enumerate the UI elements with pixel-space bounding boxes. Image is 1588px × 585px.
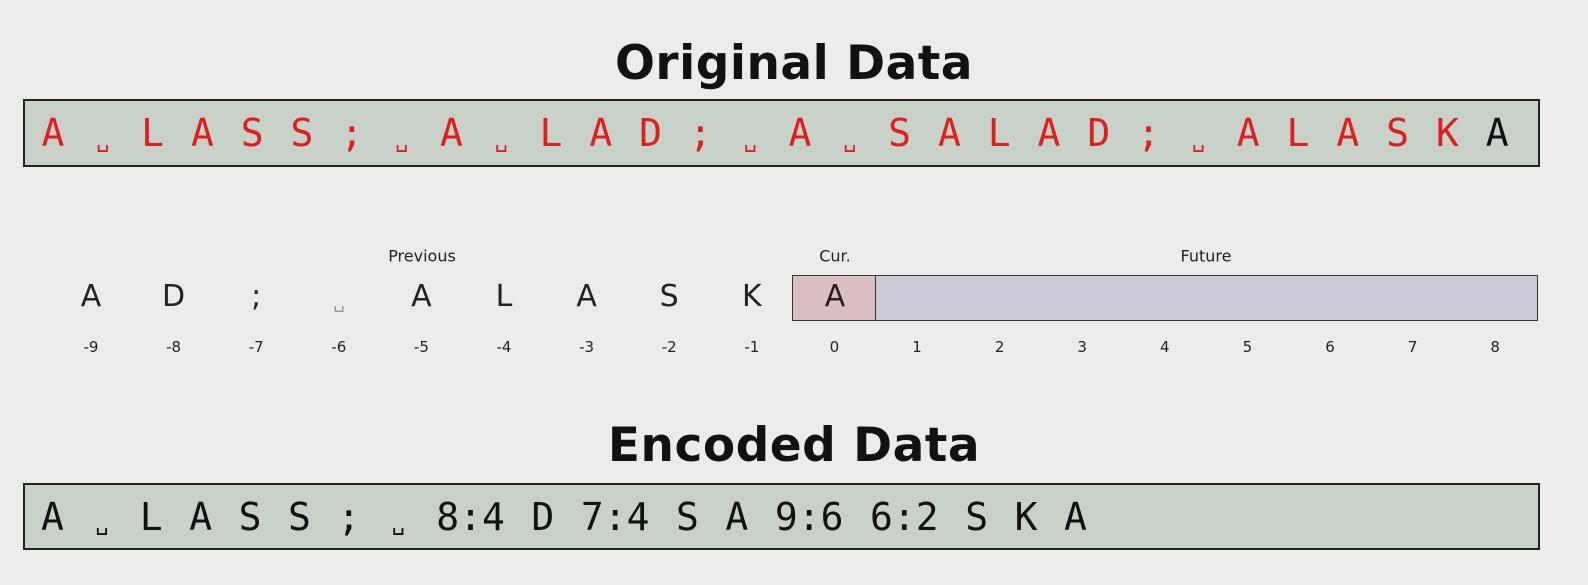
previous-char: S xyxy=(659,279,679,314)
original-symbol: A xyxy=(937,111,961,155)
current-position-box xyxy=(792,275,876,321)
original-symbol: A xyxy=(1336,111,1360,155)
encoded-token: 7:4 xyxy=(580,494,650,539)
previous-char: K xyxy=(741,279,762,314)
original-symbol: A xyxy=(41,111,65,155)
original-symbol: L xyxy=(539,111,563,155)
previous-char: D xyxy=(162,279,186,314)
position-index: -2 xyxy=(661,338,677,356)
position-index: -4 xyxy=(496,338,512,356)
position-index: 6 xyxy=(1325,338,1335,356)
position-index: 5 xyxy=(1242,338,1253,356)
encoded-token: S xyxy=(675,494,699,539)
previous-char: A xyxy=(80,279,102,314)
previous-char: ␣ xyxy=(333,292,345,313)
original-symbol: S xyxy=(888,111,912,155)
position-index: 7 xyxy=(1407,338,1418,356)
original-symbol: A xyxy=(788,111,812,155)
future-label: Future xyxy=(1180,246,1232,266)
original-symbol: K xyxy=(1435,111,1459,155)
previous-char: A xyxy=(411,279,432,314)
original-symbol: D xyxy=(639,111,663,155)
original-symbol: ␣ xyxy=(96,127,110,153)
original-symbol: S xyxy=(1386,111,1410,155)
position-index: 3 xyxy=(1077,338,1087,356)
original-symbol: ␣ xyxy=(1191,127,1206,153)
original-symbol: A xyxy=(439,111,463,155)
original-symbol: D xyxy=(1087,111,1111,155)
position-index: -9 xyxy=(83,338,99,356)
original-symbol: ␣ xyxy=(494,127,508,153)
position-index: 1 xyxy=(912,338,922,356)
position-index: 0 xyxy=(829,338,840,356)
position-index: -5 xyxy=(413,338,429,356)
encoded-token: D xyxy=(531,494,555,539)
original-symbol: A xyxy=(190,111,214,155)
previous-char: ; xyxy=(251,279,262,314)
original-symbol: ; xyxy=(340,111,364,155)
position-index: -6 xyxy=(331,338,347,356)
current-char: A xyxy=(824,279,846,314)
encoded-token: ␣ xyxy=(95,511,109,537)
encoded-token: 9:6 xyxy=(774,494,844,539)
position-index: 4 xyxy=(1160,338,1170,356)
encoded-token: A xyxy=(1063,494,1087,539)
original-symbol: L xyxy=(141,111,165,155)
future-buffer-box xyxy=(875,275,1538,321)
original-symbol: A xyxy=(1485,111,1509,155)
encoded-token: L xyxy=(139,494,163,539)
original-symbol: ␣ xyxy=(843,127,857,153)
position-index: 8 xyxy=(1490,338,1500,356)
current-label: Cur. xyxy=(819,246,851,266)
encoded-token: S xyxy=(965,494,989,539)
encoded-token: 8:4 xyxy=(436,494,505,539)
position-index: 2 xyxy=(994,338,1005,356)
original-symbol: A xyxy=(589,111,613,155)
original-symbol: L xyxy=(987,111,1011,155)
original-symbol: S xyxy=(290,111,314,155)
original-symbol: A xyxy=(1037,111,1061,155)
original-symbol: S xyxy=(240,111,264,155)
encoded-token: ␣ xyxy=(391,511,405,537)
previous-char: A xyxy=(576,279,597,314)
previous-label: Previous xyxy=(388,246,456,266)
original-symbol: L xyxy=(1286,111,1310,155)
original-symbol: ; xyxy=(688,111,712,155)
original-symbol: ; xyxy=(1137,111,1161,155)
position-index: -8 xyxy=(166,338,182,356)
position-index: -1 xyxy=(744,338,760,356)
encoded-token: S xyxy=(238,494,262,539)
encoded-token: A xyxy=(189,494,213,539)
original-symbol: ␣ xyxy=(394,127,409,153)
encoded-token: K xyxy=(1014,494,1038,539)
encoded-token: A xyxy=(40,494,64,539)
original-symbol: ␣ xyxy=(743,127,757,153)
position-index: -3 xyxy=(579,338,595,356)
position-index: -7 xyxy=(248,338,264,356)
encoded-token: 6:2 xyxy=(870,494,939,539)
encoded-token: ; xyxy=(337,494,361,539)
previous-char: L xyxy=(495,279,513,314)
encoded-token: S xyxy=(287,494,311,539)
original-data-title: Original Data xyxy=(614,36,974,91)
original-symbol: A xyxy=(1236,111,1260,155)
encoded-token: A xyxy=(725,494,749,539)
encoded-data-title: Encoded Data xyxy=(607,418,981,473)
